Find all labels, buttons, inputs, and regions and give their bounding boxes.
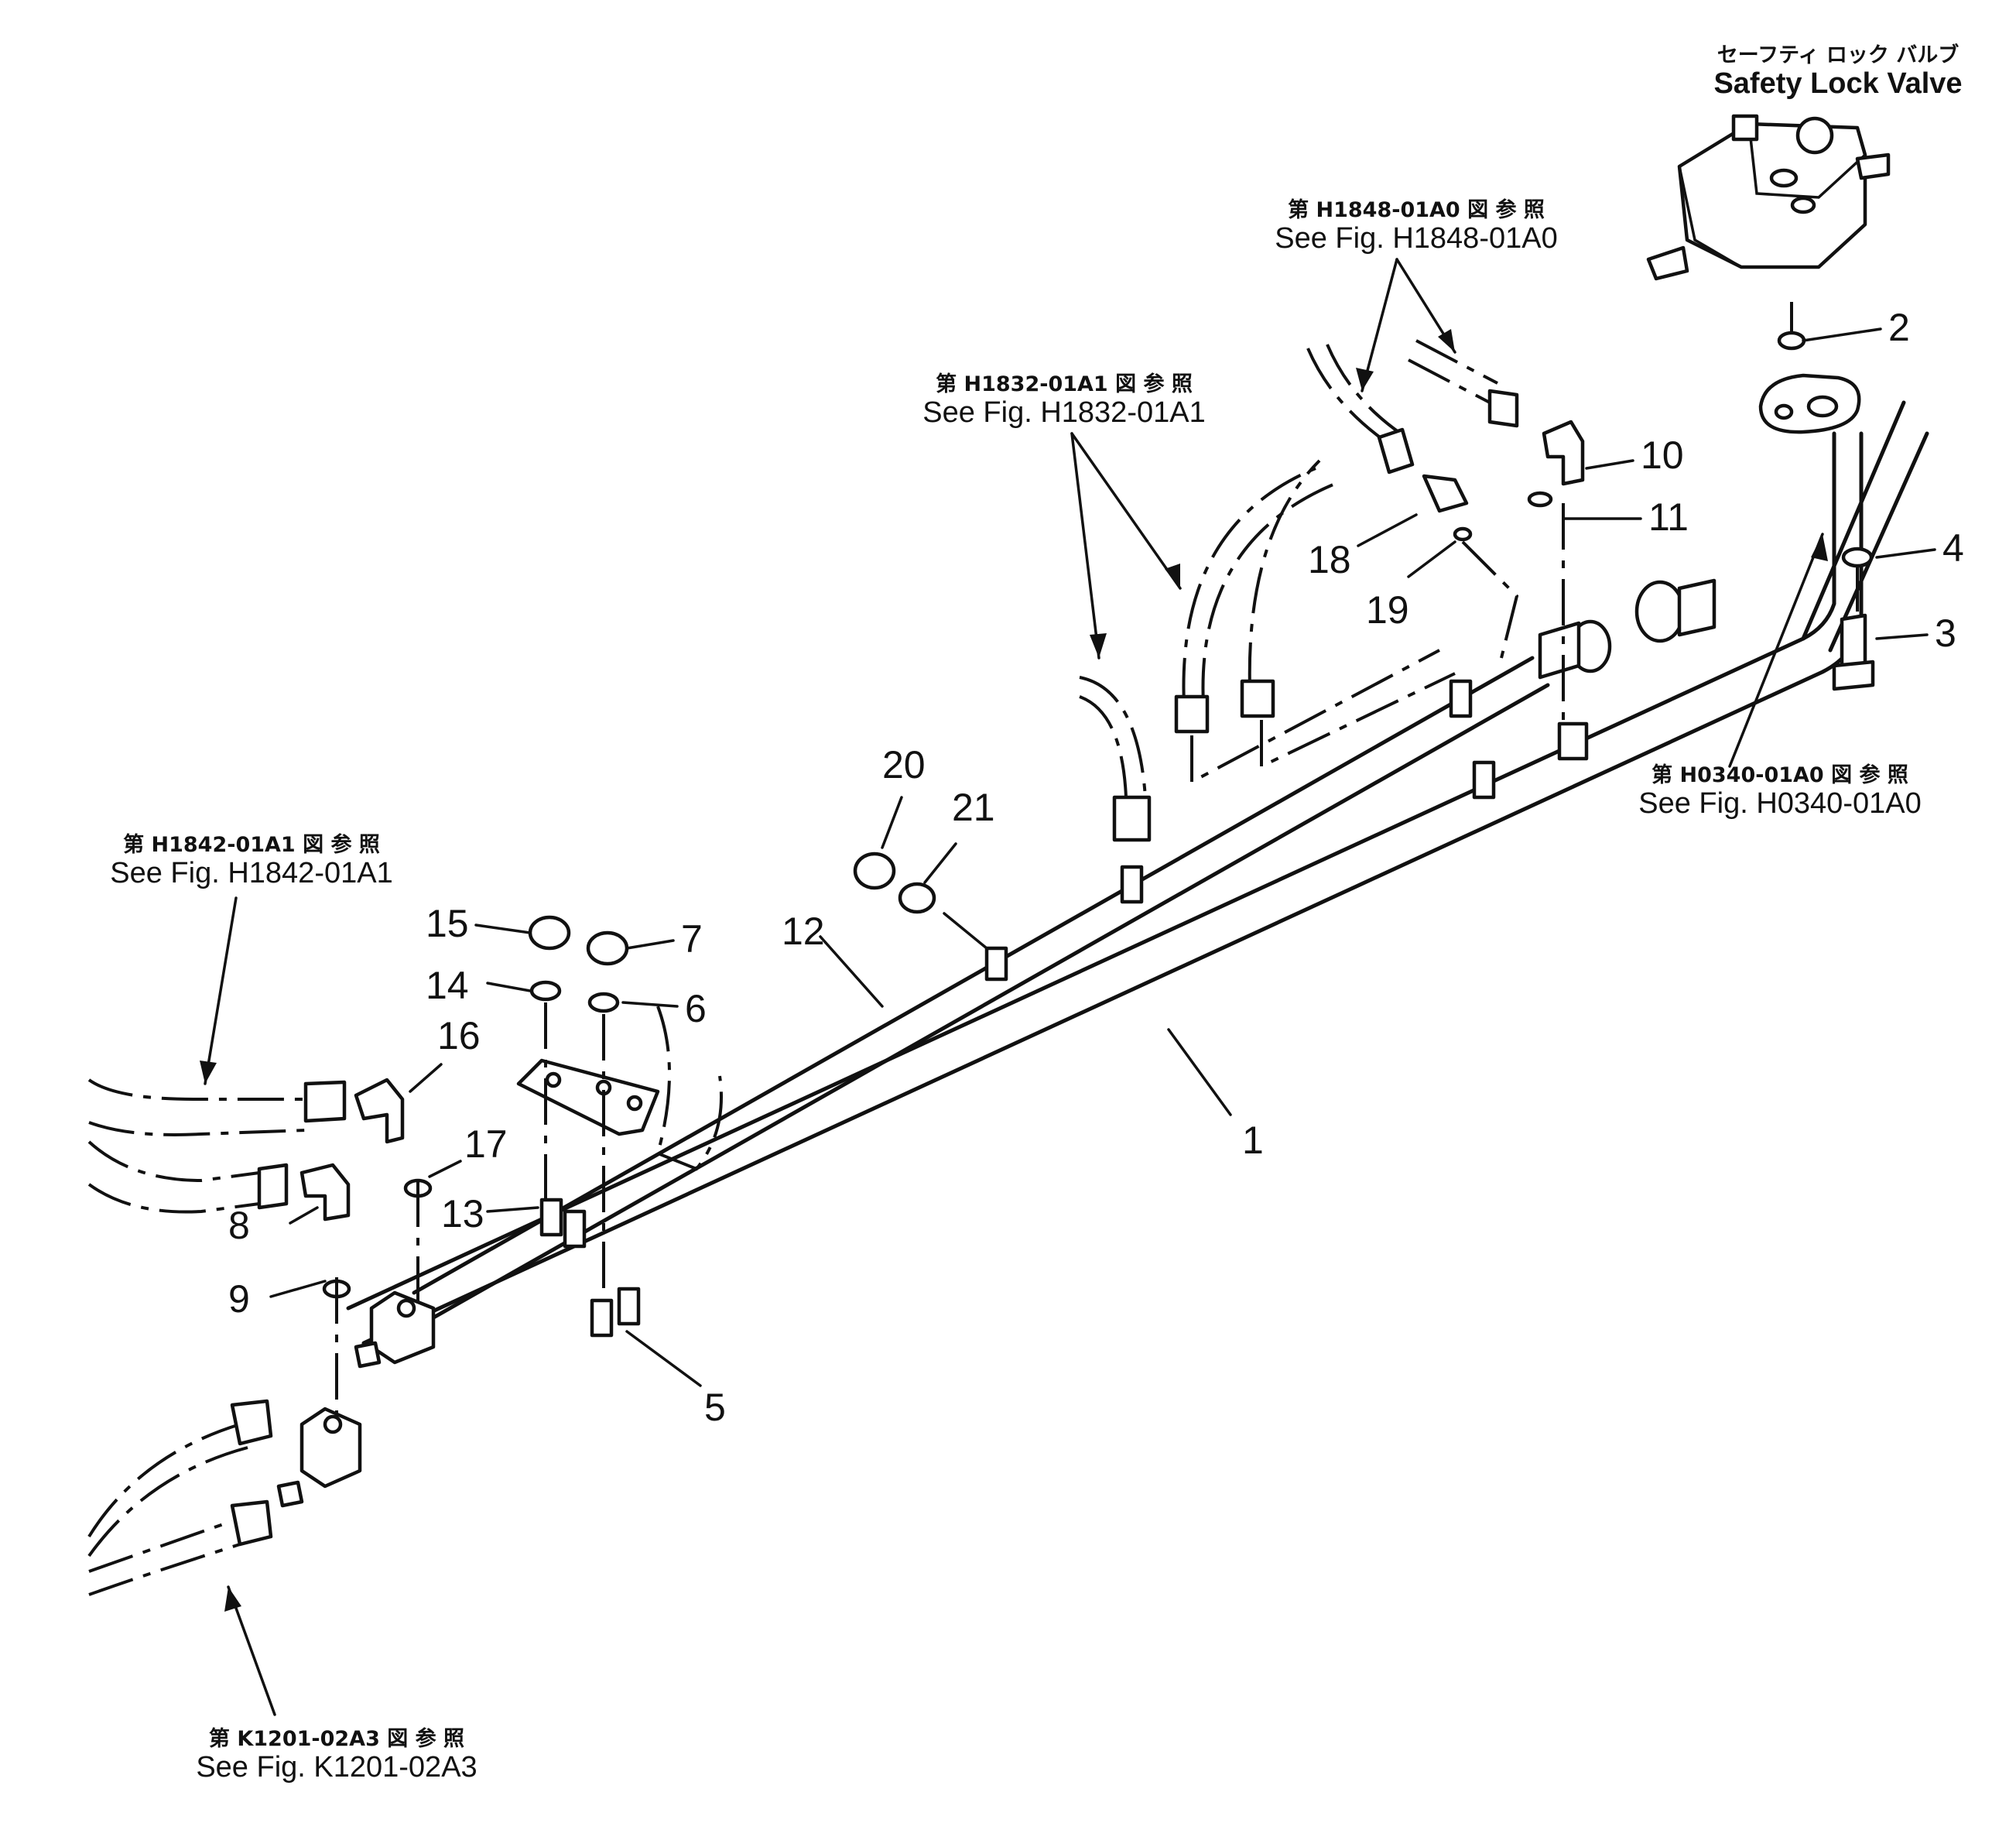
callout-4: 4 <box>1942 526 1964 570</box>
hose-top-left <box>1306 344 1415 475</box>
valve-title-jp: セーフティ ロック バルブ <box>1717 43 1960 67</box>
ref-k1201-en: See Fig. K1201-02A3 <box>196 1751 477 1784</box>
callout-15: 15 <box>426 902 469 945</box>
callout-20: 20 <box>882 743 926 786</box>
callout-21: 21 <box>952 786 995 829</box>
pipe-flange <box>1758 373 1861 434</box>
hose-k1201 <box>87 1399 273 1596</box>
callout-numbers: 1 2 3 4 5 6 7 8 9 10 11 12 13 14 15 16 1… <box>228 306 1964 1429</box>
ref-h1832-en: See Fig. H1832-01A1 <box>922 396 1205 429</box>
distribution-block-upper <box>354 1290 436 1369</box>
callout-10: 10 <box>1641 433 1684 477</box>
callout-5: 5 <box>704 1386 726 1429</box>
ref-h1842-en: See Fig. H1842-01A1 <box>110 857 392 889</box>
callout-11: 11 <box>1648 495 1689 539</box>
callout-17: 17 <box>464 1122 508 1166</box>
callout-16: 16 <box>437 1014 481 1057</box>
ref-h1842: 第 H1842-01A1 図 参 照 See Fig. H1842-01A1 <box>110 832 392 889</box>
callout-9: 9 <box>228 1277 250 1321</box>
distribution-block-lower <box>276 1407 362 1508</box>
callout-3: 3 <box>1935 612 1956 655</box>
callout-19: 19 <box>1366 588 1409 632</box>
pipe-12 <box>412 656 1550 1322</box>
ref-h0340: 第 H0340-01A0 図 参 照 See Fig. H0340-01A0 <box>1638 762 1921 820</box>
ref-h0340-jp: 第 H0340-01A0 図 参 照 <box>1651 762 1908 787</box>
ref-h1848: 第 H1848-01A0 図 参 照 See Fig. H1848-01A0 <box>1275 197 1557 255</box>
leader-lines <box>335 302 1859 1417</box>
callout-leaders <box>269 327 1936 1387</box>
callout-2: 2 <box>1888 306 1910 349</box>
callout-14: 14 <box>426 964 469 1007</box>
safety-lock-valve <box>1646 114 1891 281</box>
callout-1: 1 <box>1242 1119 1264 1162</box>
valve-title: セーフティ ロック バルブ Safety Lock Valve <box>1713 43 1962 100</box>
ref-h1842-jp: 第 H1842-01A1 図 参 照 <box>123 832 380 857</box>
callout-12: 12 <box>782 910 825 953</box>
hose-top-right <box>1408 339 1519 428</box>
ref-h1832-jp: 第 H1832-01A1 図 参 照 <box>936 372 1193 396</box>
ref-h0340-en: See Fig. H0340-01A0 <box>1638 787 1921 820</box>
ref-k1201: 第 K1201-02A3 図 参 照 See Fig. K1201-02A3 <box>196 1726 477 1784</box>
ref-k1201-jp: 第 K1201-02A3 図 参 照 <box>209 1726 464 1751</box>
ref-h1848-jp: 第 H1848-01A0 図 参 照 <box>1288 197 1545 222</box>
callout-6: 6 <box>685 987 707 1030</box>
ref-h1848-en: See Fig. H1848-01A0 <box>1275 222 1557 255</box>
callout-8: 8 <box>228 1204 250 1247</box>
hose-h1832 <box>1079 459 1336 842</box>
ref-h1832: 第 H1832-01A1 図 参 照 See Fig. H1832-01A1 <box>922 372 1205 429</box>
reference-arrows <box>204 258 1824 1716</box>
callout-13: 13 <box>441 1192 484 1235</box>
bracket-plate <box>516 1006 723 1171</box>
fittings <box>299 331 1875 1338</box>
callout-7: 7 <box>681 917 703 961</box>
callout-18: 18 <box>1308 538 1351 581</box>
hose-h1842 <box>87 1078 347 1214</box>
valve-title-en: Safety Lock Valve <box>1713 67 1962 100</box>
arrowheads <box>200 329 1828 1612</box>
